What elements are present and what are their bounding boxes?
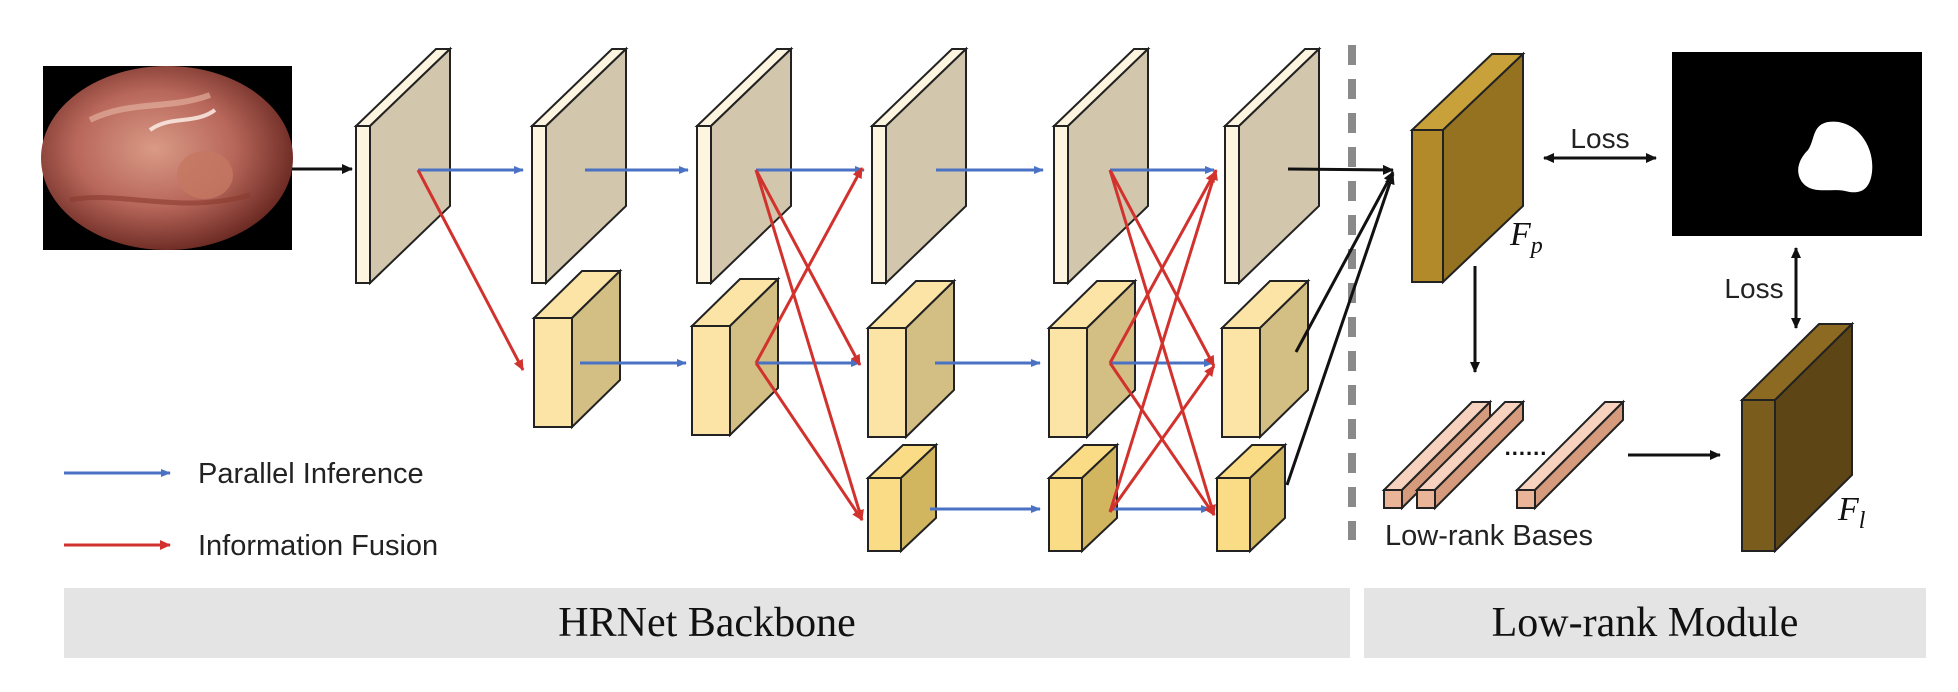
bases-ellipsis: ...... [1505,435,1548,460]
stage3-block-3 [1214,442,1288,554]
hrnet-backbone-section: HRNet Backbone [64,588,1350,658]
fusion-arrow-1 [416,169,525,371]
stage2-block-4 [1046,278,1138,440]
feature-map-blocks [353,46,1322,554]
stage1-block-3 [694,46,794,286]
hrnet-backbone-label: HRNet Backbone [558,600,856,646]
fusion-arrow-10 [1108,169,1218,513]
fp-label: Fp [1509,216,1543,259]
stage1-block-6 [1222,46,1322,286]
low-rank-module-label: Low-rank Module [1491,600,1799,646]
fuse-arrow-low [1285,173,1395,486]
fusion-arrow-11 [1108,365,1216,513]
stage1-block-5 [1051,46,1151,286]
stage1-block-1 [353,46,453,286]
stage3-block-2 [1046,442,1120,554]
legend: Parallel Inference Information Fusion [64,458,438,562]
fusion-arrow-5 [754,362,864,521]
output-mask-image [1672,52,1922,236]
stage2-block-1 [531,268,623,430]
flow-arrows [416,166,1218,521]
base-2 [1414,399,1526,511]
loss-label-horizontal: Loss [1570,123,1629,154]
loss-label-vertical: Loss [1724,273,1783,304]
fusion-arrow-4 [754,167,864,364]
stage2-block-5 [1219,278,1311,440]
stage1-block-2 [529,46,629,286]
input-endoscopy-image [41,66,293,250]
base-3 [1514,399,1626,511]
legend-fusion-label: Information Fusion [198,530,438,562]
legend-parallel-label: Parallel Inference [198,458,424,490]
fusion-arrow-8 [1108,171,1217,364]
stage2-block-3 [865,278,957,440]
stage2-block-2 [689,276,781,438]
fl-feature-block [1739,321,1855,554]
base-1 [1381,399,1493,511]
low-rank-module-section: Low-rank Module [1364,588,1926,658]
fp-feature-block [1409,51,1526,285]
bases-label: Low-rank Bases [1385,520,1593,552]
fusion-arrow-3 [754,169,864,521]
low-rank-bases [1381,399,1626,511]
stage1-block-4 [869,46,969,286]
stage3-block-1 [865,442,939,554]
fuse-arrow-mid [1294,171,1395,353]
fl-label: Fl [1837,491,1866,534]
fuse-arrow-top [1287,164,1394,175]
